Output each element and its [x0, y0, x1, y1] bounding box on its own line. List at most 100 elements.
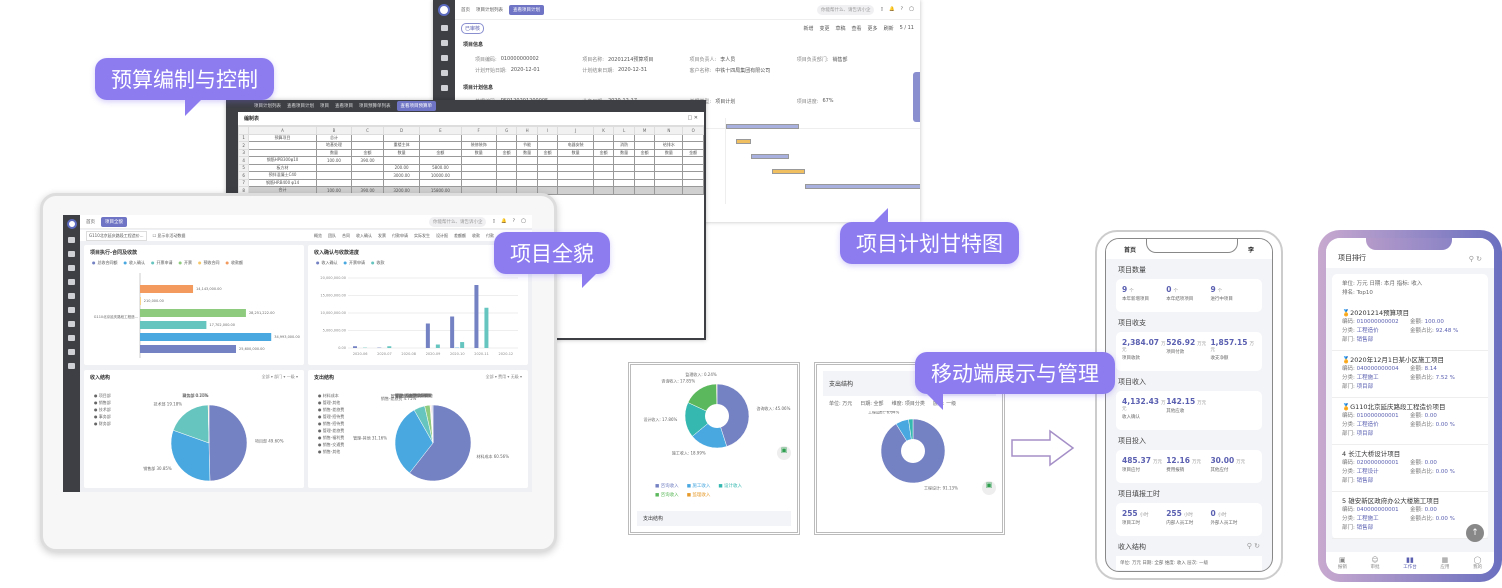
sheet-cell[interactable] — [382, 156, 421, 165]
sheet-cell[interactable] — [592, 178, 615, 187]
nav-item[interactable]: 团队 — [328, 232, 336, 238]
sheet-cell[interactable] — [633, 171, 656, 180]
tab-1[interactable]: 项目计划列表 — [476, 7, 503, 13]
row-header[interactable]: 4 — [237, 156, 250, 165]
sheet-cell[interactable] — [557, 178, 594, 187]
sheet-cell[interactable]: 数量 — [460, 148, 497, 157]
sheet-cell[interactable] — [536, 141, 559, 150]
excel-export-button[interactable]: ▣ — [982, 481, 996, 495]
sheet-cell[interactable] — [516, 163, 538, 172]
nav-item[interactable]: 付款 — [486, 232, 494, 238]
tab-5[interactable]: 查看项目预算单 — [396, 101, 436, 111]
tab-4[interactable]: 项目预算单列表 — [359, 104, 391, 109]
doc-icon[interactable] — [440, 40, 448, 46]
sheet-cell[interactable]: 金额 — [536, 148, 559, 157]
sheet-cell[interactable]: 预算项目 — [248, 133, 317, 142]
sheet-cell[interactable] — [248, 141, 317, 150]
sheet-cell[interactable] — [495, 141, 518, 150]
sheet-cell[interactable] — [460, 178, 497, 187]
sheet-cell[interactable] — [613, 163, 635, 172]
filter-dropdown[interactable]: 一级 ▾ — [286, 374, 298, 379]
gantt-bar[interactable] — [751, 154, 789, 159]
sheet-cell[interactable] — [592, 186, 615, 195]
sheet-cell[interactable] — [516, 171, 538, 180]
back-to-top-button[interactable]: ↑ — [1466, 524, 1484, 542]
column-header[interactable]: M — [633, 126, 656, 135]
sheet-cell[interactable] — [592, 171, 615, 180]
sheet-cell[interactable] — [654, 133, 684, 142]
filter-dropdown[interactable]: 全部 ▾ — [261, 374, 275, 379]
sheet-cell[interactable]: 100.00 — [315, 156, 353, 165]
sheet-cell[interactable] — [613, 156, 635, 165]
sheet-cell[interactable] — [351, 178, 384, 187]
sheet-cell[interactable]: 电器安装 — [557, 141, 594, 150]
side-drawer-handle[interactable] — [913, 72, 920, 122]
settings-icon[interactable] — [68, 363, 75, 369]
tab-3[interactable]: 查看项目 — [335, 104, 353, 109]
sheet-cell[interactable]: 地基处理 — [315, 141, 353, 150]
sheet-cell[interactable] — [460, 171, 497, 180]
sheet-cell[interactable]: 给排水 — [654, 141, 684, 150]
sheet-cell[interactable]: 金额 — [633, 148, 656, 157]
sheet-cell[interactable]: 数量 — [315, 148, 353, 157]
sheet-cell[interactable]: 10000.00 — [419, 171, 462, 180]
sheet-cell[interactable]: 数量 — [613, 148, 635, 157]
tab-home[interactable]: 首页 — [1124, 246, 1137, 254]
sheet-cell[interactable] — [460, 133, 497, 142]
grid-icon[interactable] — [68, 335, 75, 341]
sheet-cell[interactable] — [682, 178, 704, 187]
toolbar-button-2[interactable]: 草稿 — [835, 26, 846, 32]
nav-item-1[interactable]: ☺审批 — [1371, 556, 1380, 570]
help-icon[interactable]: ? — [512, 219, 515, 224]
sheet-cell[interactable] — [633, 178, 656, 187]
toolbar-button-1[interactable]: 变更 — [819, 26, 830, 32]
toolbar-button-4[interactable]: 更多 — [867, 26, 878, 32]
sheet-cell[interactable] — [613, 133, 635, 142]
row-header[interactable]: 6 — [237, 171, 250, 180]
bell-icon[interactable]: 🔔 — [500, 219, 507, 224]
bell-icon[interactable] — [68, 279, 75, 285]
sheet-cell[interactable]: 预拌混凝土C40 — [248, 171, 317, 180]
sheet-cell[interactable]: 数量 — [382, 148, 421, 157]
sheet-cell[interactable] — [654, 156, 684, 165]
sheet-cell[interactable] — [516, 156, 538, 165]
shield-icon[interactable] — [440, 85, 448, 91]
nav-item-2[interactable]: ▮▮工作台 — [1403, 556, 1417, 570]
nav-item[interactable]: 实际发生 — [414, 232, 430, 238]
phone-icon[interactable]: ▯ — [492, 219, 495, 224]
sheet-cell[interactable] — [633, 141, 656, 150]
sheet-cell[interactable] — [516, 178, 538, 187]
sheet-cell[interactable] — [495, 133, 518, 142]
sheet-cell[interactable]: 钢筋HPB300φ10 — [248, 156, 317, 165]
filter-dropdown[interactable]: 费用 ▾ — [498, 374, 511, 379]
sheet-cell[interactable] — [682, 171, 704, 180]
sheet-cell[interactable]: 5800.00 — [419, 163, 462, 172]
folder-icon[interactable] — [440, 25, 448, 31]
shield-icon[interactable] — [68, 293, 75, 299]
close-icon[interactable]: □ ✕ — [687, 115, 698, 121]
sheet-cell[interactable] — [682, 163, 704, 172]
chart-icon[interactable] — [68, 349, 75, 355]
sheet-cell[interactable] — [557, 163, 594, 172]
sheet-cell[interactable] — [557, 156, 594, 165]
sheet-cell[interactable] — [613, 178, 635, 187]
column-header[interactable]: N — [654, 126, 684, 135]
sheet-cell[interactable] — [315, 163, 353, 172]
nav-item-3[interactable]: ▦应用 — [1440, 556, 1449, 570]
row-header[interactable]: 1 — [237, 133, 250, 142]
sheet-cell[interactable]: 重楼主体 — [382, 141, 421, 150]
box-icon[interactable] — [68, 321, 75, 327]
avatar[interactable]: ◯ — [908, 7, 914, 12]
nav-item[interactable]: 差额额 — [454, 232, 466, 238]
excel-export-button[interactable]: ▣ — [777, 446, 791, 460]
column-header[interactable]: J — [557, 126, 594, 135]
gantt-bar[interactable] — [805, 184, 920, 189]
